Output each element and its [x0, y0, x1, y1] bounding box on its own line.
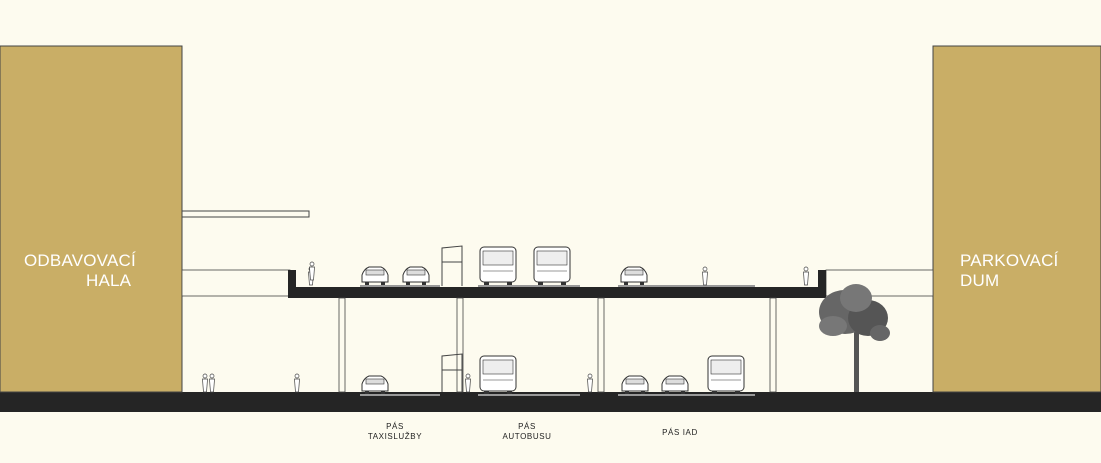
taxi-lane-label-line1: PÁS [386, 422, 404, 431]
terminal-label-line1: ODBAVOVACÍ [24, 251, 136, 270]
car [661, 375, 689, 394]
tree [819, 284, 890, 392]
iad-lane-label-line1: PÁS IAD [662, 428, 698, 437]
people [202, 261, 809, 393]
terminal-label-line2: HALA [86, 271, 132, 290]
vehicles [361, 246, 745, 394]
car [402, 266, 430, 285]
iad-lane-label: PÁS IAD [640, 428, 720, 438]
bus [707, 355, 745, 394]
person [309, 261, 315, 281]
car [361, 375, 389, 394]
taxi-lane-label-line2: TAXISLUŽBY [367, 432, 423, 441]
ground-slab [0, 392, 1101, 412]
bus-lane-label-line1: PÁS [518, 422, 536, 431]
person [702, 266, 708, 286]
parking-label-line1: PARKOVACÍ [960, 251, 1059, 270]
person [209, 373, 215, 393]
terminal-bridge [181, 269, 291, 297]
deck-columns [338, 297, 777, 393]
bus-shelter-upper [441, 245, 463, 286]
person [465, 373, 471, 393]
car [620, 266, 648, 285]
parking-label: PARKOVACÍ DUM [960, 251, 1080, 291]
bus [533, 246, 571, 285]
person [294, 373, 300, 393]
bus-shelter-lower [441, 353, 463, 392]
bus [479, 246, 517, 285]
person [587, 373, 593, 393]
elevated-deck [288, 270, 826, 298]
car [621, 375, 649, 394]
car [361, 266, 389, 285]
parking-label-line2: DUM [960, 271, 1000, 290]
bus [479, 355, 517, 394]
person [803, 266, 809, 286]
bus-lane-label: PÁS AUTOBUSU [487, 422, 567, 442]
terminal-label: ODBAVOVACÍ HALA [24, 251, 154, 291]
bus-lane-label-line2: AUTOBUSU [502, 432, 552, 441]
person [202, 373, 208, 393]
terminal-canopy [181, 210, 310, 218]
taxi-lane-label: PÁS TAXISLUŽBY [355, 422, 435, 442]
terminal-building [0, 45, 183, 393]
parking-building [932, 45, 1101, 393]
